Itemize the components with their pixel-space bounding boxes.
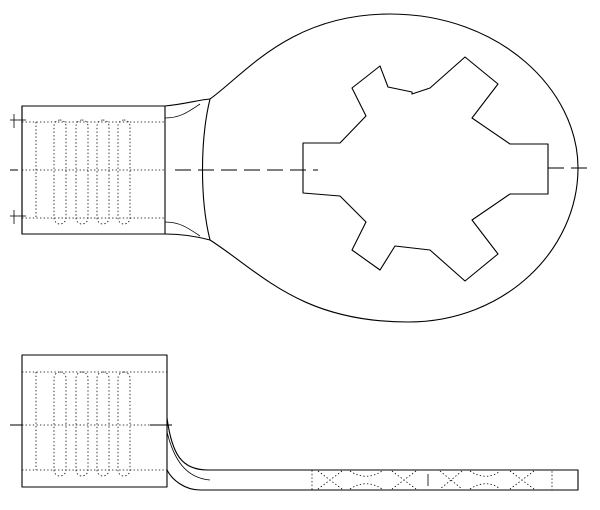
crimp-slot (117, 119, 131, 225)
crimp-slot (75, 371, 89, 477)
keyed-hole (302, 56, 549, 282)
hidden-slot-arc (349, 470, 383, 490)
top-crimp-slots (53, 119, 131, 225)
neck-fillet-bottom (164, 221, 201, 237)
side-tongue-inner (166, 431, 211, 481)
crimp-slot (53, 371, 67, 477)
side-view (10, 354, 579, 491)
crimp-slot (117, 371, 131, 477)
tongue-hidden-slots (311, 469, 553, 491)
crimp-slot (96, 119, 110, 225)
side-tongue (166, 417, 579, 491)
crimp-slot (96, 371, 110, 477)
neck-fillet-top (164, 103, 201, 119)
hidden-slot-outline (311, 469, 553, 491)
crimp-slot (75, 119, 89, 225)
top-view (10, 13, 590, 323)
hidden-slot-cross (509, 470, 535, 490)
crimp-slot (53, 119, 67, 225)
side-barrel (21, 354, 168, 488)
hidden-slot-arc (469, 470, 501, 490)
hidden-slot-cross (439, 470, 463, 490)
hidden-slot-cross (391, 470, 417, 490)
side-crimp-slots (53, 371, 131, 477)
hidden-slot-cross (317, 470, 343, 490)
top-view-outline (21, 13, 579, 323)
